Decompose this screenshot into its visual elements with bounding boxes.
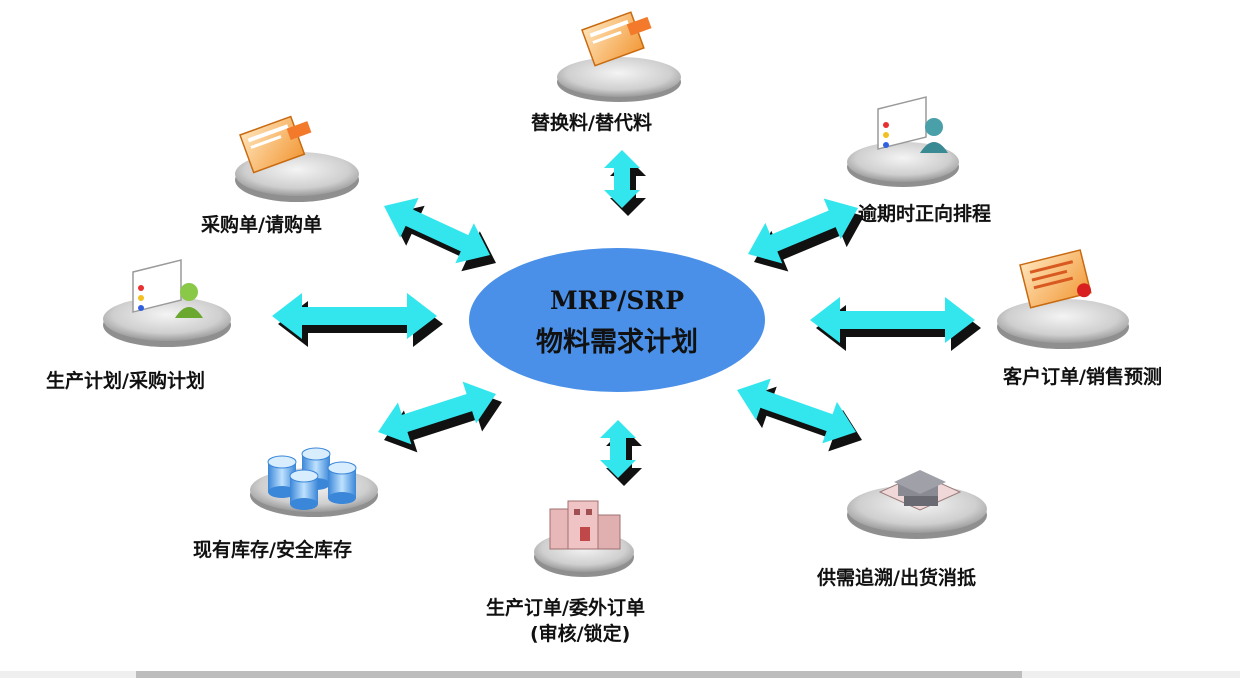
pedestal-supply	[847, 485, 987, 539]
node-label-production-order: 生产订单/委外订单	[486, 597, 645, 619]
arrow-inventory	[378, 381, 502, 453]
center-subtitle: 物料需求计划	[536, 327, 698, 358]
arrow-purchase	[384, 197, 496, 272]
arrow-production-order	[600, 420, 642, 486]
arrow-customer-body	[810, 297, 975, 343]
pedestal-replacement	[557, 57, 681, 102]
user-chart-icon	[877, 96, 948, 153]
node-label-purchase: 采购单/请购单	[201, 214, 322, 236]
arrow-production-order-body	[600, 420, 636, 478]
clipboard-icon	[239, 115, 312, 174]
node-label-production-order-sub: (审核/锁定)	[530, 623, 631, 645]
pedestal-plan	[103, 297, 231, 347]
arrow-replacement	[604, 150, 646, 216]
arrow-plan-body	[272, 293, 437, 339]
certificate-icon	[1019, 249, 1092, 309]
arrow-supply-body	[737, 378, 856, 444]
node-label-plan: 生产计划/采购计划	[46, 370, 205, 392]
node-label-supply: 供需追溯/出货消抵	[817, 567, 976, 589]
factory-icon	[549, 500, 621, 550]
center-ellipse	[469, 248, 765, 392]
center-title: MRP/SRP	[549, 286, 684, 315]
bottom-scroll-bar	[136, 671, 1022, 678]
arrow-overdue-body	[748, 198, 858, 264]
arrow-plan	[272, 293, 443, 347]
warehouse-icon	[878, 470, 962, 511]
node-label-customer: 客户订单/销售预测	[1003, 366, 1162, 388]
node-label-inventory: 现有库存/安全库存	[193, 539, 352, 561]
arrow-inventory-body	[378, 381, 496, 445]
database-icon	[267, 447, 357, 510]
arrow-overdue	[748, 198, 864, 272]
node-label-overdue: 逾期时正向排程	[858, 203, 992, 225]
pedestal-customer	[997, 299, 1129, 349]
arrow-purchase-body	[384, 197, 490, 264]
arrow-supply	[737, 378, 862, 452]
arrow-replacement-body	[604, 150, 640, 208]
user-chart-icon	[132, 259, 203, 318]
arrows-layer	[272, 150, 981, 486]
arrow-customer	[810, 297, 981, 351]
clipboard-icon	[581, 11, 652, 67]
node-label-replacement: 替换料/替代料	[531, 112, 652, 134]
